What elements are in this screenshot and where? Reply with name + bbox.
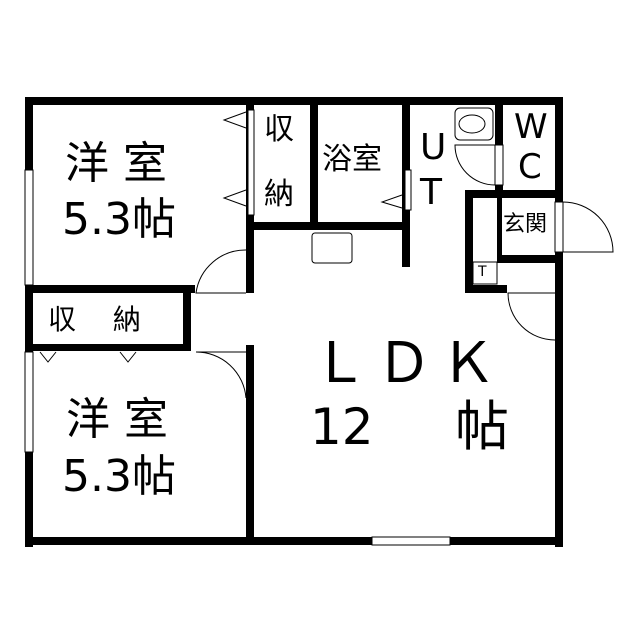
bedroom1-name: 洋 室	[65, 138, 167, 189]
bedroom1-size: 5.3帖	[62, 194, 176, 245]
closet2-label: 収 納	[48, 303, 141, 336]
door-swings	[39, 107, 614, 399]
ldk-name: ＬＤＫ	[312, 331, 504, 396]
toilet-label-bottom: C	[518, 147, 542, 187]
ldk-size-number: 12	[310, 398, 374, 456]
utility-label-bottom: T	[420, 172, 442, 213]
shoe-box-label: T	[478, 264, 487, 280]
utility-label-top: U	[420, 127, 447, 168]
ldk-size-unit: 帖	[455, 395, 509, 458]
closet1-label-top: 収	[264, 112, 294, 147]
windows	[24, 109, 564, 546]
closet1-label-bottom: 納	[264, 177, 294, 212]
bath-label: 浴室	[322, 142, 382, 177]
entrance-label: 玄関	[503, 212, 548, 237]
bedroom2-name: 洋 室	[66, 394, 168, 445]
toilet-label-top: W	[514, 107, 548, 147]
bedroom2-size: 5.3帖	[62, 451, 176, 502]
